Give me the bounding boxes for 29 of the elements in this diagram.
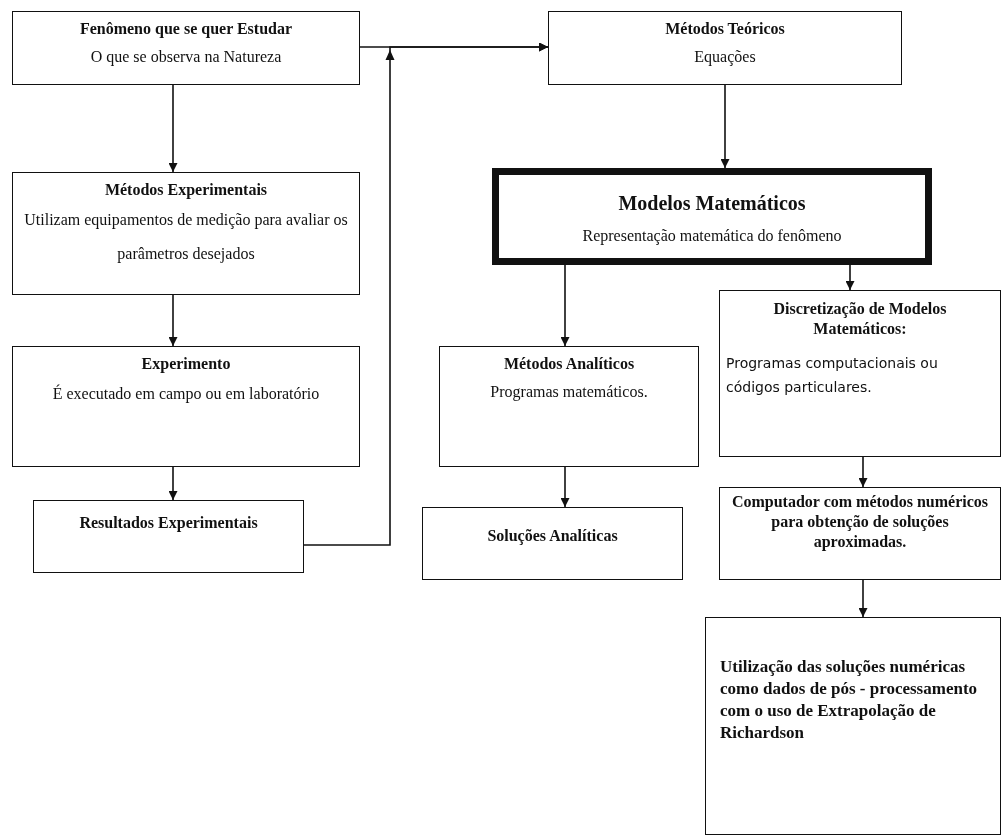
box-description: Utilizam equipamentos de medição para avaliar os parâmetros desejados bbox=[23, 210, 349, 265]
box-label: Resultados Experimentais bbox=[78, 513, 259, 534]
process-box bbox=[12, 172, 360, 295]
process-box bbox=[548, 11, 902, 85]
box-heading: Métodos Experimentais bbox=[103, 180, 269, 201]
process-box bbox=[719, 487, 1001, 580]
box-heading: Métodos Analíticos bbox=[502, 354, 636, 374]
box-description: Representação matemática do fenômeno bbox=[581, 226, 843, 247]
process-box bbox=[439, 346, 699, 467]
box-heading: Soluções Analíticas bbox=[486, 526, 619, 546]
box-description: O que se observa na Natureza bbox=[89, 47, 283, 68]
box-description: É executado em campo ou em laboratório bbox=[51, 383, 321, 405]
box-heading: Fenômeno que se quer Estudar bbox=[78, 19, 294, 40]
box-description: Utilização das soluções numéricas como dados de pós - processamento com o uso de Extrapolação de Richardson bbox=[719, 656, 979, 744]
box-heading: Métodos Teóricos bbox=[664, 19, 786, 39]
process-box bbox=[422, 507, 683, 580]
process-box bbox=[719, 290, 1001, 457]
box-heading: Experimento bbox=[140, 354, 232, 375]
box-description: Equações bbox=[693, 47, 757, 68]
process-box bbox=[33, 500, 304, 573]
box-description: Programas matemáticos. bbox=[489, 382, 649, 403]
box-heading: Computador com métodos numéricos para obtenção de soluções aproximadas. bbox=[730, 492, 990, 552]
box-heading: Modelos Matemáticos bbox=[617, 191, 807, 216]
process-box bbox=[705, 617, 1001, 835]
process-box bbox=[12, 11, 360, 85]
process-box bbox=[12, 346, 360, 467]
box-description: Programas computacionais ou códigos particulares. bbox=[726, 354, 939, 397]
highlighted-process-box bbox=[492, 168, 932, 265]
box-heading: Discretização de Modelos Matemáticos: bbox=[772, 299, 948, 339]
